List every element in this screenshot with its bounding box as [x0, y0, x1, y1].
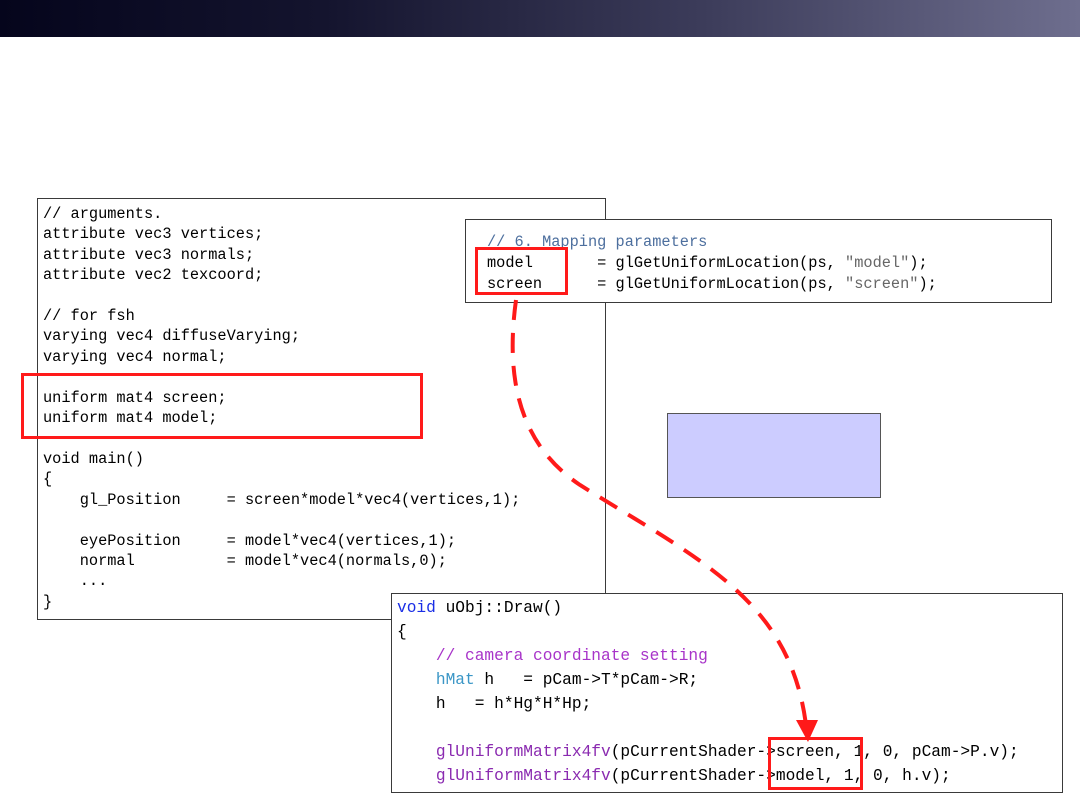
- draw-code: void uObj::Draw() { // camera coordinate…: [397, 596, 1019, 788]
- shader-line: gl_Position = screen*model*vec4(vertices…: [43, 490, 521, 509]
- draw-code-panel: void uObj::Draw() { // camera coordinate…: [391, 593, 1063, 793]
- shader-line: eyePosition = model*vec4(vertices,1);: [43, 531, 457, 550]
- draw-line-4: hMat h = pCam->T*pCam->R;: [435, 671, 699, 689]
- shader-line: uniform mat4 model;: [43, 409, 218, 428]
- uniforms-highlight-box: [21, 373, 423, 439]
- draw-line-2: {: [397, 623, 407, 641]
- shader-line: attribute vec3 vertices;: [43, 225, 264, 244]
- draw-line-7: glUniformMatrix4fv(pCurrentShader->scree…: [435, 743, 1019, 761]
- draw-comment: // camera coordinate setting: [435, 647, 708, 665]
- arrowhead-icon: [796, 720, 818, 742]
- shader-line: }: [43, 592, 53, 611]
- mapping-line-model: model = glGetUniformLocation(ps, "model"…: [487, 254, 928, 272]
- draw-line-5: h = h*Hg*H*Hp;: [435, 695, 592, 713]
- shader-line: ...: [43, 572, 108, 591]
- shader-code: // arguments. attribute vec3 vertices; a…: [43, 204, 520, 612]
- shader-line: varying vec4 normal;: [43, 347, 227, 366]
- title-bar: [0, 0, 1080, 37]
- mapping-line-screen: screen = glGetUniformLocation(ps, "scree…: [487, 275, 937, 293]
- note-box: [667, 413, 881, 498]
- draw-line-8: glUniformMatrix4fv(pCurrentShader->model…: [435, 767, 951, 785]
- shader-line: // arguments.: [43, 205, 163, 223]
- mapping-names-highlight-box: [475, 247, 568, 295]
- shader-line: normal = model*vec4(normals,0);: [43, 551, 447, 570]
- shader-line: attribute vec2 texcoord;: [43, 266, 264, 285]
- shader-line: uniform mat4 screen;: [43, 388, 227, 407]
- shader-line: attribute vec3 normals;: [43, 245, 255, 264]
- shader-line: varying vec4 diffuseVarying;: [43, 327, 301, 346]
- draw-args-highlight-box: [768, 737, 863, 790]
- mapping-code: // 6. Mapping parameters model = glGetUn…: [487, 232, 937, 295]
- shader-line: {: [43, 470, 53, 489]
- mapping-comment: // 6. Mapping parameters: [487, 233, 708, 251]
- dashed-arrow-line: [510, 299, 808, 726]
- draw-line-1: void uObj::Draw(): [397, 599, 563, 617]
- shader-line: // for fsh: [43, 307, 135, 326]
- shader-line: void main(): [43, 449, 144, 468]
- mapping-code-panel: // 6. Mapping parameters model = glGetUn…: [465, 219, 1052, 303]
